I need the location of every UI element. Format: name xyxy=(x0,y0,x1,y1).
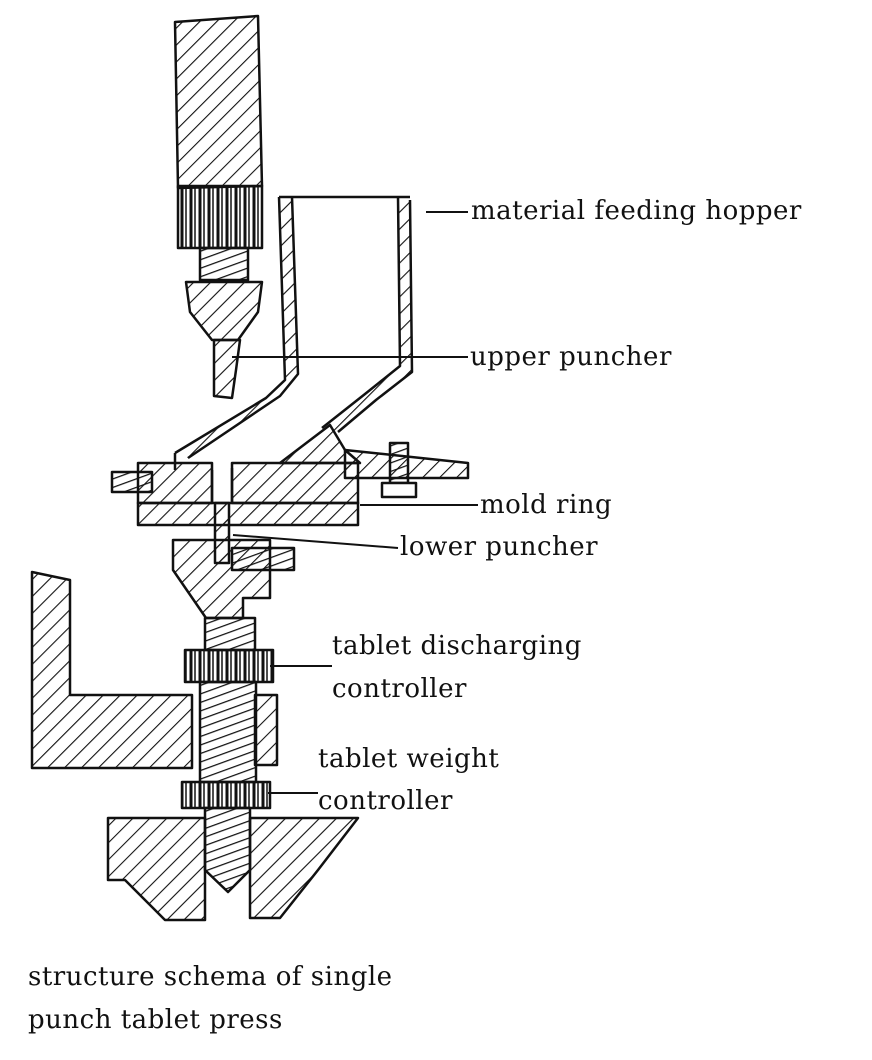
label-lower-puncher: lower puncher xyxy=(400,532,599,562)
label-tablet-discharging: tablet discharging xyxy=(332,631,582,661)
caption-line-1: structure schema of single xyxy=(28,962,393,992)
caption-line-2: punch tablet press xyxy=(28,1005,283,1035)
mold-table xyxy=(110,423,470,527)
label-material-feeding-hopper: material feeding hopper xyxy=(471,196,802,226)
lower-puncher xyxy=(171,501,296,620)
leader-lines xyxy=(232,211,478,794)
threaded-column xyxy=(180,616,275,894)
left-frame xyxy=(30,570,279,770)
label-mold-ring: mold ring xyxy=(480,490,613,520)
feeding-hopper xyxy=(173,195,414,503)
label-tablet-weight-controller: controller xyxy=(318,786,453,816)
figure-caption: structure schema of single punch tablet … xyxy=(28,956,393,1042)
label-upper-puncher: upper puncher xyxy=(470,342,672,372)
label-tablet-weight: tablet weight xyxy=(318,744,500,774)
label-tablet-discharging-controller: controller xyxy=(332,674,467,704)
base xyxy=(106,816,360,922)
upper-ram xyxy=(173,14,264,400)
